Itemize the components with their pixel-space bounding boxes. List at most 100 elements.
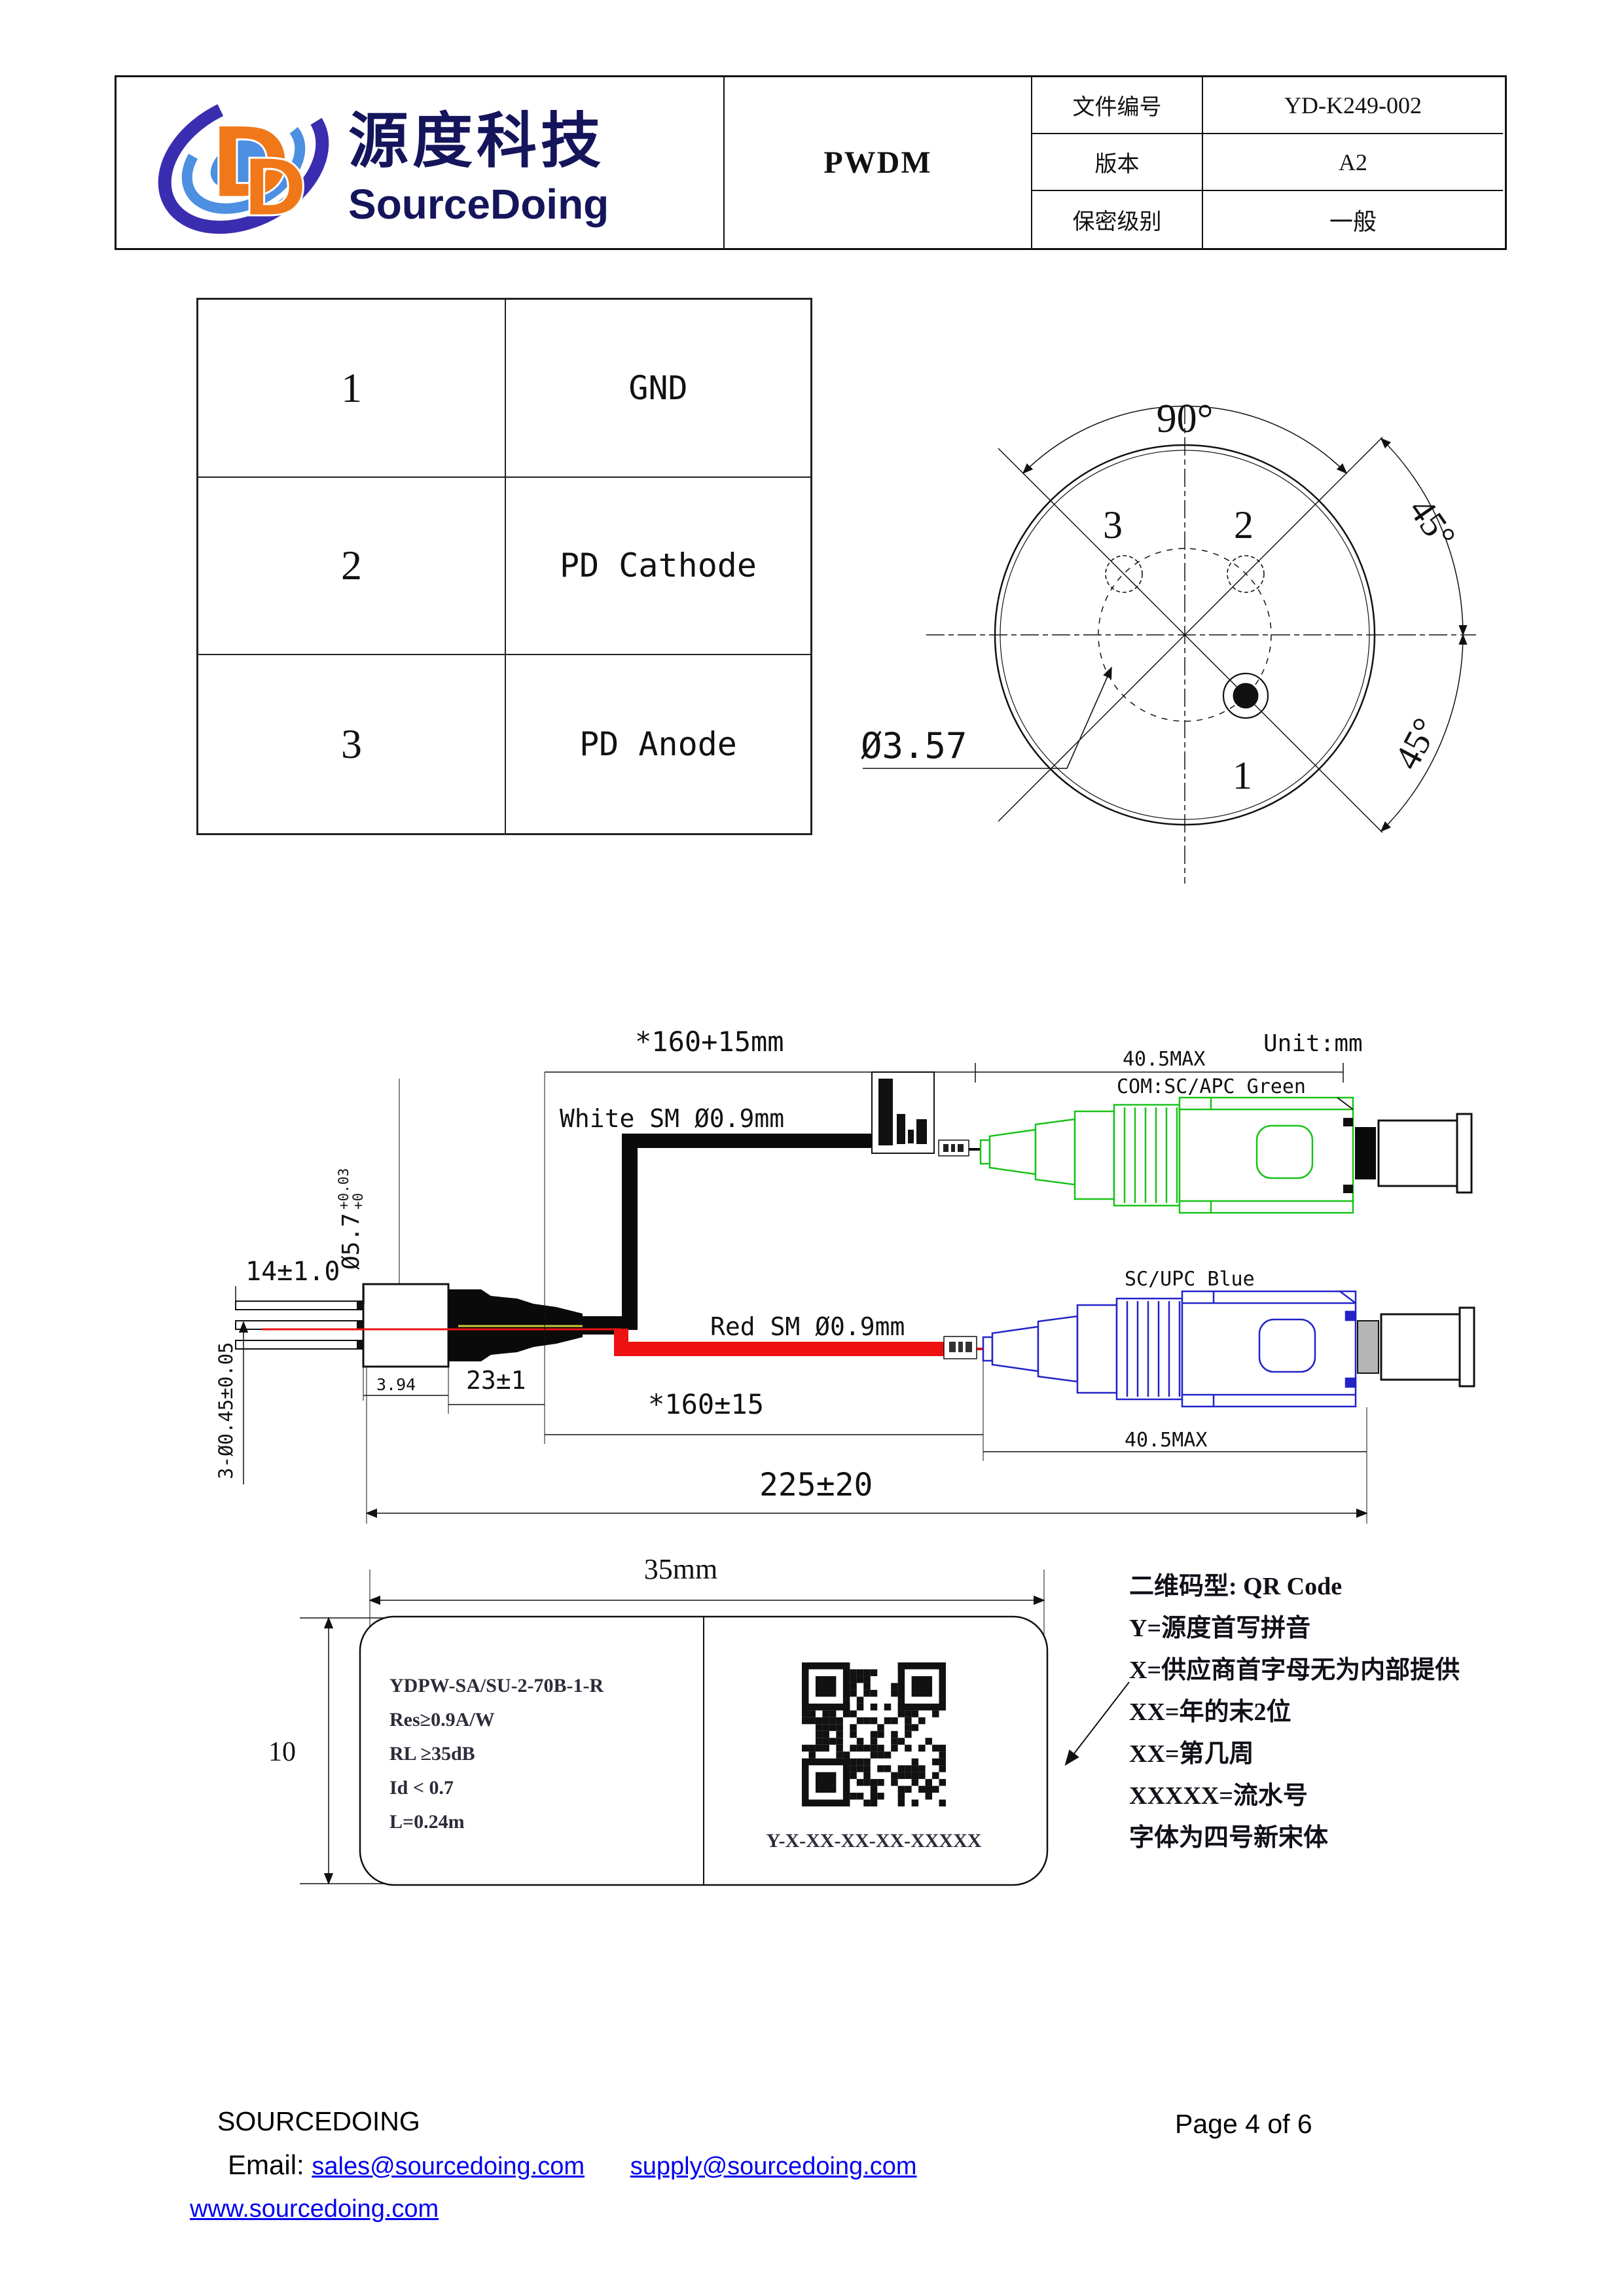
arc-45deg-lower <box>1380 634 1468 833</box>
pin2-hole <box>1227 555 1265 593</box>
logo-letter-d2: D <box>242 143 308 234</box>
qr-note-line: XX=年的末2位 <box>1129 1698 1291 1726</box>
qr-note-leader-arrow <box>1064 1681 1130 1766</box>
sc-apc-green-connector <box>979 1096 1354 1214</box>
angle-45-lower-label: 45° <box>1386 711 1447 776</box>
document-title: PWDM <box>725 77 1032 248</box>
pin-circle-dashed <box>1098 548 1272 722</box>
header-label-docno: 文件编号 <box>1032 77 1203 134</box>
dust-cap-bottom <box>1380 1306 1475 1388</box>
fiber-marker-label-white <box>938 1139 969 1157</box>
label-serial-format: Y-X-XX-XX-XX-XXXXX <box>767 1830 982 1852</box>
logo-letter-d1: D <box>209 107 291 221</box>
dim-white-fiber-length: *160+15mm <box>635 1026 784 1058</box>
qr-note-line: X=供应商首字母无为内部提供 <box>1129 1657 1460 1684</box>
footer-page-number: Page 4 of 6 <box>1175 2109 1312 2139</box>
svg-text:Ø5.7: Ø5.7 <box>338 1213 365 1270</box>
email-link-supply[interactable]: supply@sourcedoing.com <box>630 2153 917 2180</box>
logo-swoosh <box>158 92 329 234</box>
green-ferrule <box>1355 1127 1376 1179</box>
svg-text:3-Ø0.45±0.05: 3-Ø0.45±0.05 <box>215 1342 237 1479</box>
dim-boot-length: 23±1 <box>466 1366 526 1395</box>
label-text-length: L=0.24m <box>389 1811 465 1833</box>
email-link-sales[interactable]: sales@sourcedoing.com <box>312 2153 585 2180</box>
logo-en-text: SourceDoing <box>348 181 609 228</box>
pin-definition-table: 1 GND 2 PD Cathode 3 PD Anode <box>196 298 812 835</box>
logo-graphic: D D 源度科技 SourceDoing <box>158 92 609 235</box>
red-fiber-path <box>614 1329 984 1356</box>
cable-assembly-drawing: 14±1.0 Ø5.7 +0.03 +0 3.94 23±1 3-Ø0.45±0… <box>215 1026 1475 1524</box>
pin-number: 3 <box>198 655 506 833</box>
diameter-label: Ø3.57 <box>861 725 967 766</box>
email-label: Email: <box>228 2149 304 2180</box>
svg-text:+0: +0 <box>350 1193 366 1210</box>
connector-endview-diagram: 90° 45° 45° 3 2 1 Ø3.57 <box>861 397 1476 884</box>
qr-note-block: 二维码型: QR Code Y=源度首写拼音 X=供应商首字母无为内部提供 XX… <box>1129 1566 1561 1859</box>
angle-45-upper-label: 45° <box>1401 491 1464 556</box>
pin1-label: 1 <box>1233 754 1252 797</box>
dim-pin-length: 14±1.0 <box>245 1257 340 1287</box>
connector-notch <box>1343 1118 1353 1126</box>
header-label-version: 版本 <box>1032 134 1203 191</box>
pin3-label: 3 <box>1103 503 1123 547</box>
footer-company: SOURCEDOING <box>217 2106 420 2136</box>
pin-number: 1 <box>198 300 506 478</box>
white-fiber-path <box>622 1134 982 1330</box>
dim-pin-diameter: 3-Ø0.45±0.05 <box>215 1342 237 1479</box>
dim-can-length: 3.94 <box>376 1375 416 1394</box>
red-fiber-label: Red SM Ø0.9mm <box>710 1312 905 1341</box>
connector-notch <box>1343 1185 1353 1193</box>
qr-note-line: 字体为四号新宋体 <box>1129 1824 1329 1852</box>
dimension-lines <box>235 1063 1368 1524</box>
diameter-leader-line <box>863 666 1112 769</box>
unit-note: Unit:mm <box>1263 1030 1363 1057</box>
pin1-dot <box>1233 683 1259 709</box>
qr-note-line: Y=源度首写拼音 <box>1129 1615 1311 1642</box>
dim-green-connector-length: 40.5MAX <box>1123 1048 1205 1071</box>
fiber-marker-label-red <box>943 1336 977 1359</box>
dim-blue-connector-length: 40.5MAX <box>1125 1429 1207 1452</box>
company-logo: D D 源度科技 SourceDoing <box>117 77 725 248</box>
pin-name: PD Anode <box>579 725 737 764</box>
header-value-docno: YD-K249-002 <box>1203 77 1503 134</box>
dim-red-fiber-length: *160±15 <box>648 1388 764 1420</box>
qr-note-line: 二维码型: QR Code <box>1129 1573 1343 1600</box>
dim-overall-length: 225±20 <box>759 1467 873 1503</box>
logo-cn-text: 源度科技 <box>348 108 605 175</box>
diagonal-line-45-down <box>998 448 1383 833</box>
angle-90-label: 90° <box>1157 397 1214 441</box>
label-text-rl: RL ≥35dB <box>389 1743 475 1765</box>
pin3-hole <box>1105 555 1143 593</box>
fiber-flag-barcode <box>871 1071 935 1154</box>
arc-90deg <box>1022 405 1348 475</box>
dim-can-diameter: Ø5.7 +0.03 +0 <box>336 1168 366 1270</box>
header-value-secrecy: 一般 <box>1329 208 1377 235</box>
pin-number: 2 <box>198 477 506 656</box>
to-can-package <box>235 1283 450 1368</box>
header-value-version: A2 <box>1203 134 1503 191</box>
blue-ferrule <box>1357 1320 1379 1374</box>
diagonal-line-45-up <box>998 437 1383 822</box>
website-link[interactable]: www.sourcedoing.com <box>190 2195 439 2223</box>
label-text-res: Res≥0.9A/W <box>389 1709 495 1731</box>
pin2-label: 2 <box>1234 503 1254 547</box>
header-label-secrecy: 保密级别 <box>1032 191 1203 248</box>
label-height-dim: 10 <box>268 1737 296 1767</box>
pin1-hole <box>1222 672 1269 719</box>
dust-cap-top <box>1377 1113 1473 1194</box>
label-text-model: YDPW-SA/SU-2-70B-1-R <box>389 1675 604 1696</box>
footer-website-row: www.sourcedoing.com <box>190 2194 439 2223</box>
pin-name: GND <box>506 300 810 478</box>
svg-text:+0.03: +0.03 <box>336 1168 352 1210</box>
footer-email-row: Email: sales@sourcedoing.com supply@sour… <box>228 2149 917 2181</box>
qr-code <box>802 1662 946 1806</box>
label-text-id: Id < 0.7 <box>389 1777 454 1799</box>
green-connector-label: COM:SC/APC Green <box>1117 1075 1306 1098</box>
arc-45deg-upper <box>1380 437 1468 636</box>
pin-name: PD Cathode <box>506 478 810 656</box>
product-label-drawing: 35mm 10 YDPW-SA/SU-2-70B-1-R Res≥0.9A/W … <box>268 1553 1130 1886</box>
sc-upc-blue-connector <box>982 1290 1357 1408</box>
label-width-dim: 35mm <box>644 1553 717 1585</box>
white-fiber-label: White SM Ø0.9mm <box>560 1104 784 1133</box>
